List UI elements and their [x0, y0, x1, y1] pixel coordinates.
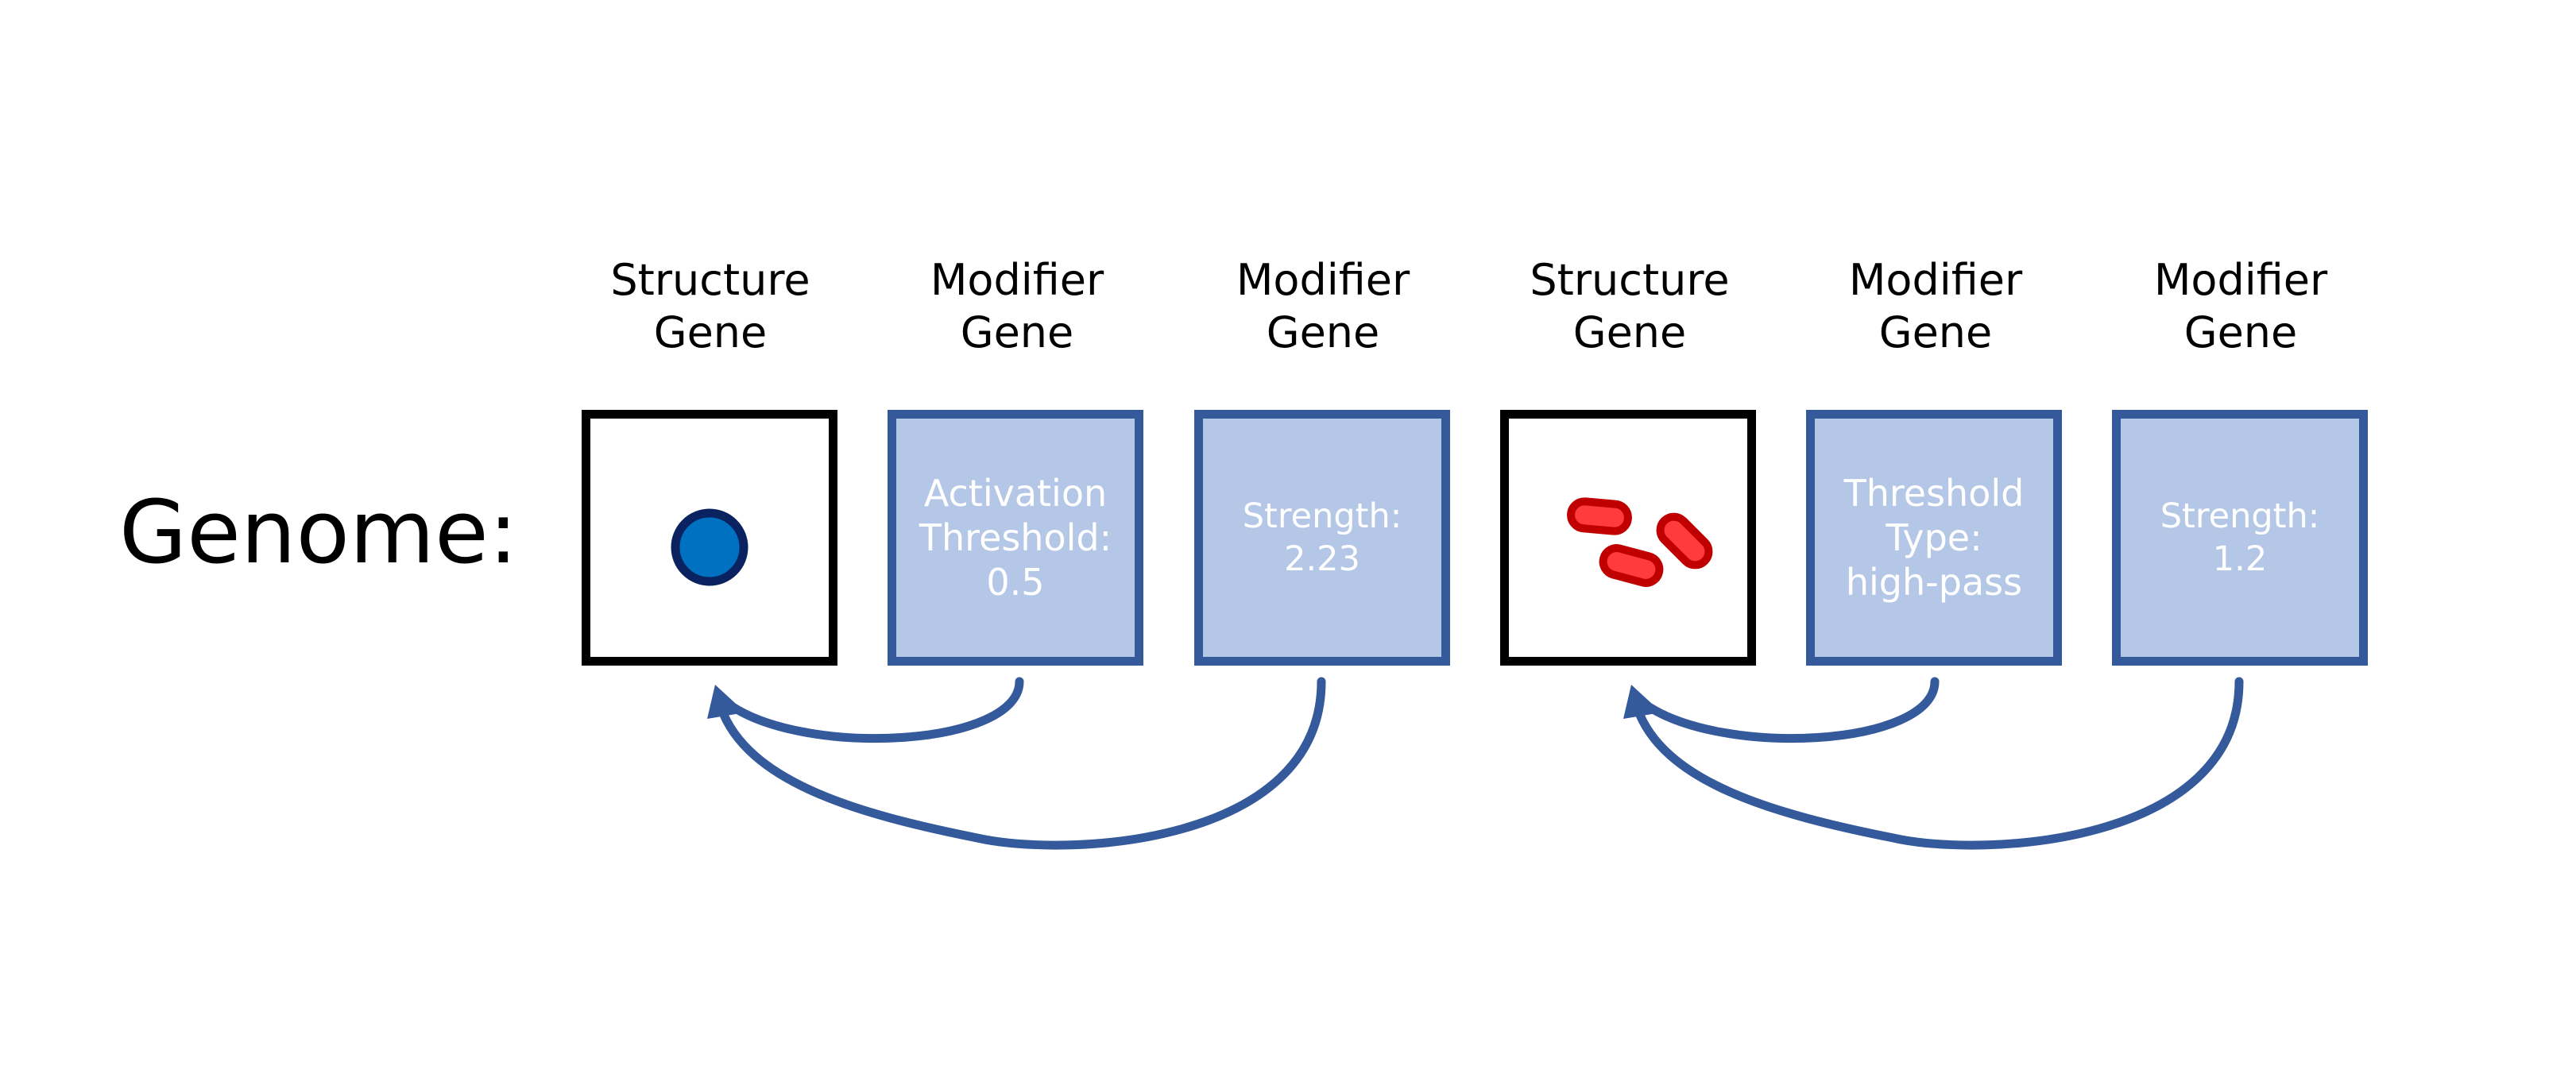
modifier-text-line: Threshold:: [919, 516, 1112, 559]
gene-header-5: Modifier Gene: [1785, 254, 2087, 359]
modifier-text-line: 2.23: [1284, 539, 1360, 579]
modifier-text-line: 1.2: [2212, 539, 2268, 579]
modifier-text-line: high-pass: [1845, 561, 2023, 604]
gene-header-line: Gene: [1878, 307, 1993, 357]
arrow-path: [722, 677, 1024, 743]
gene-header-line: Modifier: [1236, 255, 1410, 305]
modifier-gene-box: Activation Threshold: 0.5: [888, 410, 1143, 666]
genome-label: Genome:: [119, 481, 518, 583]
gene-header-line: Modifier: [1848, 255, 2023, 305]
arrowhead-icon: [1623, 685, 1661, 719]
gene-header-3: Modifier Gene: [1172, 254, 1474, 359]
modifier-gene-text: Activation Threshold: 0.5: [919, 471, 1112, 604]
modifier-gene-text: Strength: 1.2: [2160, 495, 2320, 581]
gene-header-line: Gene: [653, 307, 768, 357]
gene-header-line: Gene: [1266, 307, 1380, 357]
modifier-text-line: Threshold: [1843, 472, 2025, 515]
red-capsules-icon: [1567, 497, 1713, 587]
modifier-text-line: Type:: [1886, 516, 1982, 559]
gene-header-line: Modifier: [2153, 255, 2328, 305]
arrowhead-icon: [707, 685, 745, 719]
gene-header-line: Gene: [1572, 307, 1687, 357]
gene-header-line: Gene: [960, 307, 1074, 357]
arrow-path: [1638, 677, 1940, 743]
gene-header-line: Modifier: [930, 255, 1104, 305]
modifier-text-line: 0.5: [986, 561, 1045, 604]
modifier-text-line: Strength:: [1242, 496, 1402, 536]
blue-circle-icon: [671, 508, 748, 586]
modifier-text-line: Strength:: [2160, 496, 2320, 536]
arrow-path: [1632, 677, 2244, 850]
gene-header-6: Modifier Gene: [2090, 254, 2392, 359]
gene-header-line: Gene: [2183, 307, 2298, 357]
modifier-text-line: Activation: [923, 472, 1108, 515]
modifier-gene-box: Strength: 1.2: [2112, 410, 2368, 666]
modifier-gene-box: Strength: 2.23: [1194, 410, 1450, 666]
structure-gene-box: [1500, 410, 1756, 666]
gene-header-1: Structure Gene: [559, 254, 861, 359]
gene-header-line: Structure: [610, 255, 810, 305]
modifier-gene-box: Threshold Type: high-pass: [1806, 410, 2062, 666]
gene-header-2: Modifier Gene: [866, 254, 1168, 359]
gene-header-4: Structure Gene: [1479, 254, 1781, 359]
gene-header-line: Structure: [1530, 255, 1730, 305]
arrow-path: [716, 677, 1326, 850]
modifier-gene-text: Strength: 2.23: [1243, 495, 1402, 581]
modifier-gene-text: Threshold Type: high-pass: [1844, 471, 2025, 604]
structure-gene-box: [582, 410, 837, 666]
